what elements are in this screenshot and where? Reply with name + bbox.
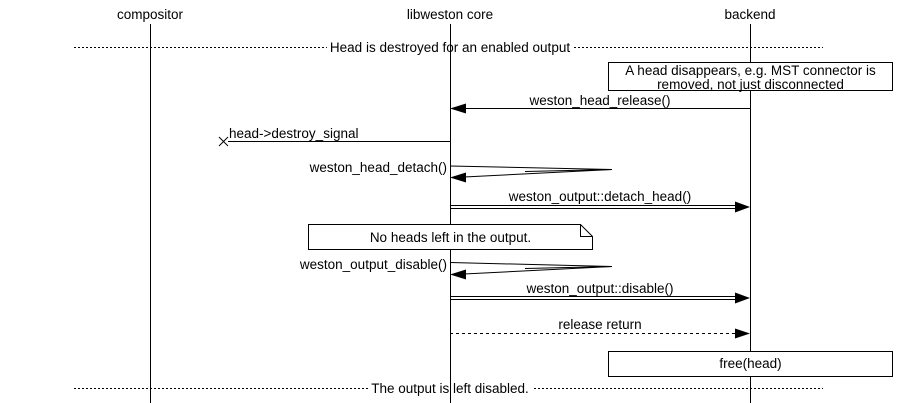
participant-compositor: compositor (116, 7, 184, 22)
message-label-weston-head-detach: weston_head_detach() (309, 160, 447, 175)
self-arrow-disable-return (463, 266, 613, 275)
message-label-detach-head: weston_output::detach_head() (508, 189, 692, 204)
lost-message-x-icon (218, 136, 229, 147)
box-free-head-text: free(head) (719, 356, 782, 371)
divider-label-bottom: The output is left disabled. (368, 381, 532, 396)
arrowhead-right-icon (735, 292, 750, 304)
message-label-output-disable-call: weston_output::disable() (526, 281, 674, 296)
self-arrow-disable-flourish (524, 266, 613, 269)
self-arrow-detach-out (449, 165, 613, 170)
note-no-heads-text: No heads left in the output. (369, 230, 532, 245)
lost-message-x-icon (218, 136, 229, 147)
participant-backend: backend (724, 7, 776, 22)
arrowhead-left-icon (450, 269, 466, 280)
message-label-release-return: release return (558, 317, 642, 332)
note-mst-line1: A head disappears, e.g. MST connector is (625, 63, 876, 78)
note-mst-line2: removed, not just disconnected (657, 76, 844, 92)
self-arrow-detach-return (463, 169, 613, 178)
arrowhead-right-icon (735, 201, 750, 213)
message-label-weston-output-disable: weston_output_disable() (299, 257, 447, 272)
arrowhead-right-icon (735, 328, 750, 339)
participant-libweston-core: libweston core (406, 7, 494, 22)
message-label-weston-head-release: weston_head_release() (529, 93, 671, 108)
divider-label-top: Head is destroyed for an enabled output (326, 40, 574, 55)
message-label-head-destroy-signal: head->destroy_signal (229, 126, 359, 141)
arrowhead-left-icon (450, 103, 466, 114)
self-arrow-detach-flourish (524, 169, 613, 172)
self-arrow-disable-out (449, 262, 613, 267)
note-mst-text: A head disappears, e.g. MST connector is… (608, 64, 893, 91)
arrowhead-left-icon (450, 172, 466, 183)
